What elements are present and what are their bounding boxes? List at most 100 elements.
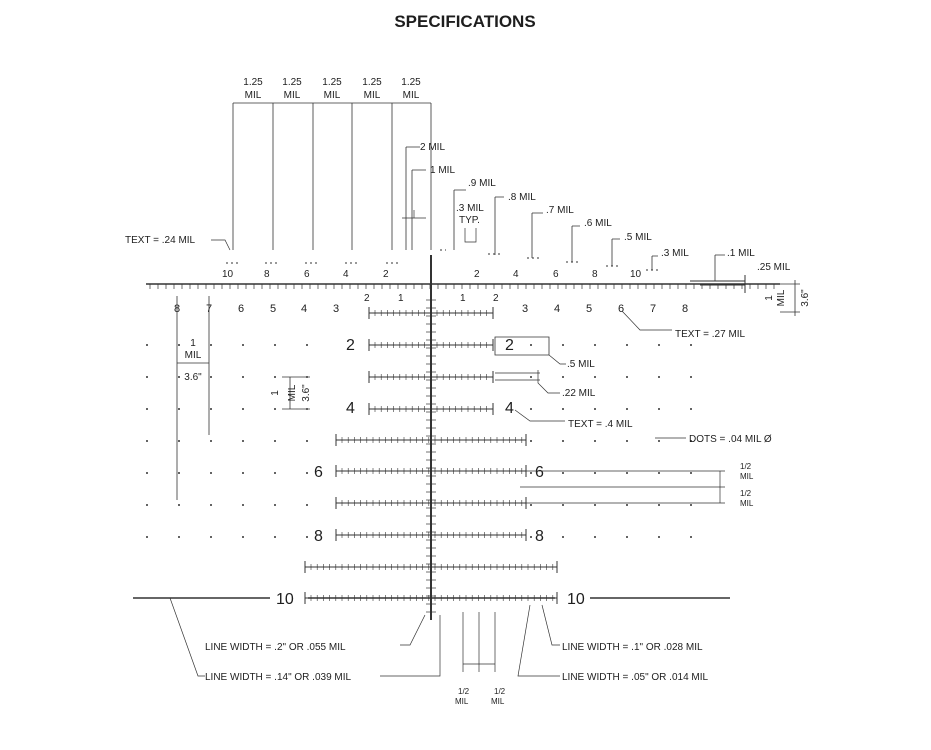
spacing-unit-3: MIL xyxy=(324,90,341,101)
scale-upper-right-6: 6 xyxy=(553,269,559,280)
scale-upper-left-10: 10 xyxy=(222,269,234,280)
scale-lower-right-1: 1 xyxy=(460,293,466,304)
reticle-8-right: 8 xyxy=(535,528,544,545)
line-width-01-028: LINE WIDTH = .1" OR .028 MIL xyxy=(562,642,703,653)
grid-dot xyxy=(178,472,180,474)
callout-half-a: 1/2 xyxy=(740,462,752,471)
grid-dot xyxy=(530,408,532,410)
grid-dot xyxy=(626,440,628,442)
grid-dot xyxy=(626,408,628,410)
callouts-right: .5 MIL .22 MIL TEXT = .27 MIL TEXT = .4 … xyxy=(494,310,772,508)
scale-lower-left-1: 1 xyxy=(398,293,404,304)
callout-half-b: 1/2 xyxy=(740,489,752,498)
grid-dot xyxy=(274,536,276,538)
reticle-6-left: 6 xyxy=(314,464,323,481)
grid-dot xyxy=(690,472,692,474)
grid-dot xyxy=(690,344,692,346)
label-2-mil: 2 MIL xyxy=(420,142,445,153)
grid-dot xyxy=(530,344,532,346)
grid-dot xyxy=(626,344,628,346)
reticle-2-right: 2 xyxy=(505,337,514,354)
grid-dot xyxy=(306,344,308,346)
grid-dot xyxy=(146,536,148,538)
grid-dot xyxy=(178,408,180,410)
grid-dot xyxy=(210,504,212,506)
grid-dot xyxy=(178,504,180,506)
label-08-mil: .8 MIL xyxy=(508,192,536,203)
grid-dot xyxy=(242,536,244,538)
grid-dot xyxy=(658,536,660,538)
reticle-numbers: 2 2 4 4 6 6 8 8 10 10 xyxy=(276,337,585,608)
grid-dot xyxy=(658,472,660,474)
scale-lower-right-3: 3 xyxy=(522,303,528,315)
grid-dot xyxy=(178,440,180,442)
label-1-mil: 1 MIL xyxy=(430,165,455,176)
grid-dot xyxy=(242,344,244,346)
grid-dot xyxy=(530,376,532,378)
callout-dots: DOTS = .04 MIL Ø xyxy=(689,434,772,445)
bottom-half-b: 1/2 xyxy=(494,687,506,696)
grid-dot xyxy=(562,536,564,538)
label-text-024: TEXT = .24 MIL xyxy=(125,235,196,246)
spacing-label-2: 1.25 xyxy=(282,77,302,88)
grid-dot xyxy=(210,440,212,442)
grid-dot xyxy=(178,344,180,346)
grid-dot xyxy=(178,536,180,538)
grid-dot xyxy=(274,472,276,474)
grid-dot xyxy=(594,408,596,410)
scale-lower-left-4: 4 xyxy=(301,303,307,315)
grid-dot xyxy=(562,472,564,474)
label-06-mil: .6 MIL xyxy=(584,218,612,229)
grid-dot xyxy=(306,440,308,442)
grid-dot xyxy=(210,344,212,346)
reticle-6-right: 6 xyxy=(535,464,544,481)
grid-dot xyxy=(690,440,692,442)
scale-upper-left-6: 6 xyxy=(304,269,310,280)
right-dim-one: 1 xyxy=(764,295,775,301)
grid-dot xyxy=(626,504,628,506)
grid-dot xyxy=(626,536,628,538)
grid-dot xyxy=(690,536,692,538)
grid-dot xyxy=(274,440,276,442)
horizontal-scale: 10 8 6 4 2 2 4 6 8 10 8 7 6 5 4 3 2 1 1 … xyxy=(146,269,780,315)
grid-dot xyxy=(274,376,276,378)
grid-dot xyxy=(146,408,148,410)
grid-dot xyxy=(562,344,564,346)
reticle-8-left: 8 xyxy=(314,528,323,545)
grid-dot xyxy=(690,408,692,410)
scale-upper-right-10: 10 xyxy=(630,269,642,280)
mid-dim-one: 1 xyxy=(270,390,281,396)
reticle-10-left: 10 xyxy=(276,591,294,608)
grid-dot xyxy=(242,472,244,474)
callout-05-mil: .5 MIL xyxy=(567,359,595,370)
bottom-mil-a: MIL xyxy=(455,697,469,706)
label-03-mil-typ: .3 MIL xyxy=(456,203,484,214)
scale-lower-left-2: 2 xyxy=(364,293,370,304)
scale-lower-right-8: 8 xyxy=(682,303,688,315)
spacing-unit-2: MIL xyxy=(284,90,301,101)
grid-dot xyxy=(274,408,276,410)
grid-dot xyxy=(530,440,532,442)
scale-upper-right-2: 2 xyxy=(474,269,480,280)
reticle-4-left: 4 xyxy=(346,400,355,417)
grid-dot xyxy=(562,504,564,506)
scale-lower-left-6: 6 xyxy=(238,303,244,315)
reticle-10-right: 10 xyxy=(567,591,585,608)
grid-dot xyxy=(530,472,532,474)
callout-text-04: TEXT = .4 MIL xyxy=(568,419,633,430)
scale-lower-right-5: 5 xyxy=(586,303,592,315)
line-width-02-055: LINE WIDTH = .2" OR .055 MIL xyxy=(205,642,346,653)
grid-dot xyxy=(306,536,308,538)
grid-dot xyxy=(242,376,244,378)
grid-dot xyxy=(626,376,628,378)
label-05-mil: .5 MIL xyxy=(624,232,652,243)
scale-upper-right-4: 4 xyxy=(513,269,519,280)
grid-dot xyxy=(658,344,660,346)
left-dim-mil: MIL xyxy=(185,350,202,361)
label-09-mil: .9 MIL xyxy=(468,178,496,189)
grid-dot xyxy=(146,376,148,378)
scale-lower-left-3: 3 xyxy=(333,303,339,315)
reticle-4-right: 4 xyxy=(505,400,514,417)
grid-dot xyxy=(562,408,564,410)
label-07-mil: .7 MIL xyxy=(546,205,574,216)
